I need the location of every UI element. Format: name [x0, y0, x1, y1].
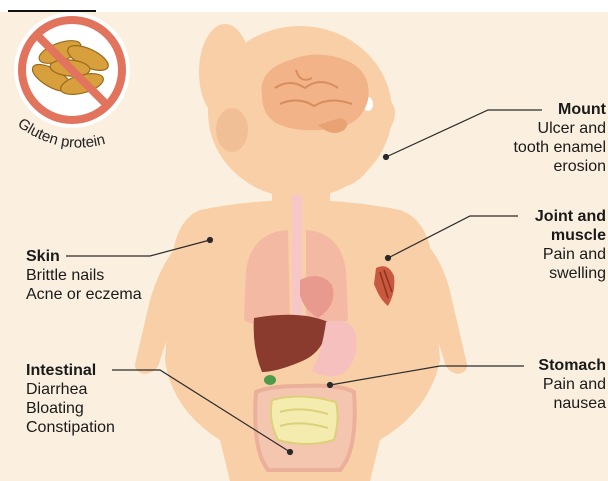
label-joint: Joint and muscle Pain and swelling — [535, 207, 606, 283]
top-rule — [8, 10, 96, 12]
label-joint-line-2: swelling — [535, 264, 606, 283]
badge-caption: Gluten protein — [15, 115, 107, 152]
label-intestinal-line-1: Diarrhea — [26, 380, 115, 399]
label-intestinal-line-2: Bloating — [26, 399, 115, 418]
label-skin-line-1: Brittle nails — [26, 266, 142, 285]
label-mouth-line-2: tooth enamel — [513, 138, 606, 157]
label-joint-line-1: Pain and — [535, 245, 606, 264]
label-stomach: Stomach Pain and nausea — [538, 356, 606, 413]
badge-caption-text: Gluten protein — [15, 115, 107, 152]
label-joint-title: Joint and — [535, 207, 606, 226]
badge-caption-container: Gluten protein — [0, 110, 160, 180]
label-skin-line-2: Acne or eczema — [26, 285, 142, 304]
label-skin: Skin Brittle nails Acne or eczema — [26, 247, 142, 304]
label-joint-title-2: muscle — [535, 226, 606, 245]
label-mouth-line-1: Ulcer and — [513, 119, 606, 138]
label-mouth: Mount Ulcer and tooth enamel erosion — [513, 100, 606, 176]
label-intestinal: Intestinal Diarrhea Bloating Constipatio… — [26, 361, 115, 437]
trachea — [292, 195, 302, 315]
label-skin-title: Skin — [26, 247, 142, 266]
label-mouth-title: Mount — [513, 100, 606, 119]
label-intestinal-line-3: Constipation — [26, 418, 115, 437]
label-stomach-line-2: nausea — [538, 394, 606, 413]
gallbladder — [264, 375, 276, 385]
brain — [262, 54, 369, 133]
label-intestinal-title: Intestinal — [26, 361, 115, 380]
label-stomach-title: Stomach — [538, 356, 606, 375]
label-mouth-line-3: erosion — [513, 157, 606, 176]
ear — [216, 108, 248, 152]
label-stomach-line-1: Pain and — [538, 375, 606, 394]
intestines — [255, 386, 355, 470]
